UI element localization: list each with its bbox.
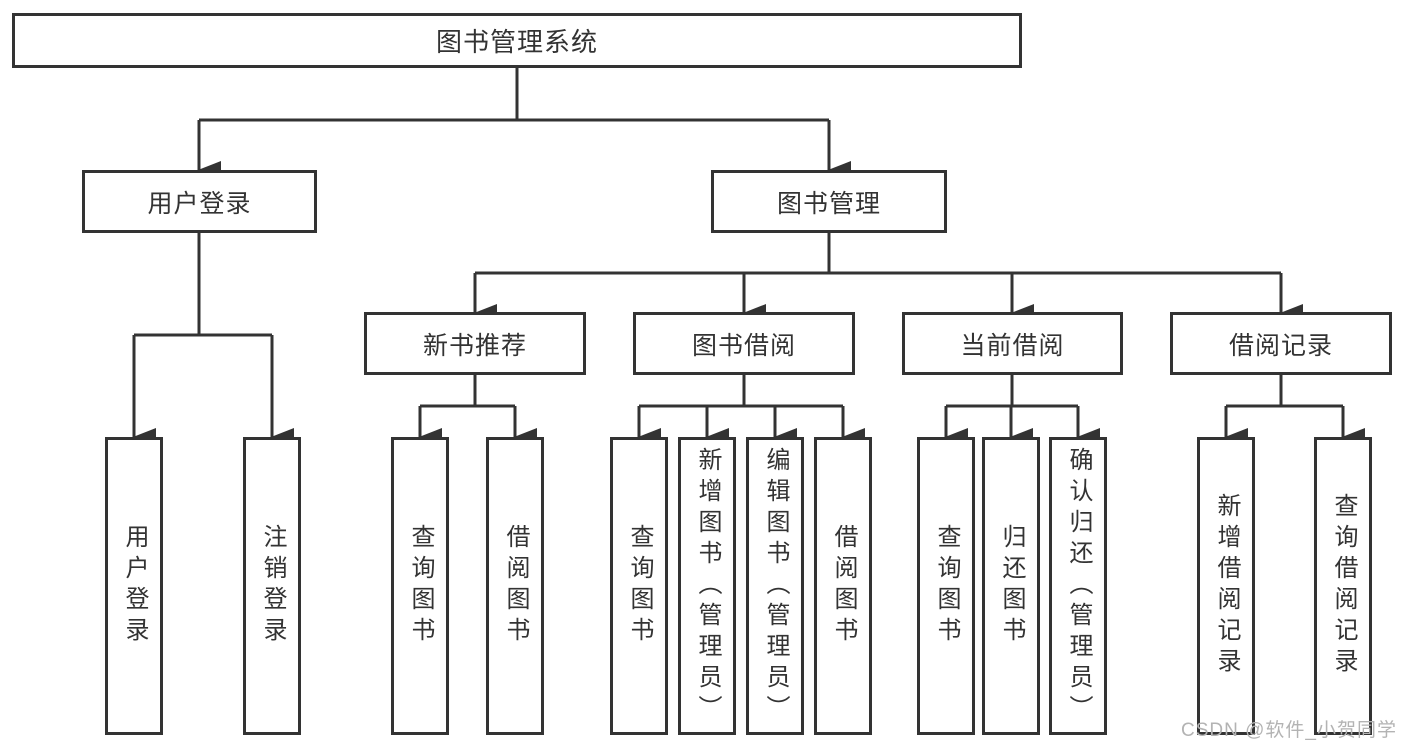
node-new-book-recommendation: 新书推荐 — [364, 312, 586, 375]
leaf-br-query-record-label: 查询借阅记录 — [1330, 493, 1357, 679]
leaf-user-login-label: 用户登录 — [121, 524, 148, 648]
leaf-cb-query-book-label: 查询图书 — [933, 524, 960, 648]
leaf-logout-label: 注销登录 — [259, 524, 286, 648]
node-book-management: 图书管理 — [711, 170, 947, 233]
node-user-login: 用户登录 — [82, 170, 317, 233]
leaf-cb-confirm-return-label: 确认归还（管理员） — [1065, 446, 1092, 726]
leaf-logout: 注销登录 — [243, 437, 301, 735]
leaf-bb-edit-book: 编辑图书（管理员） — [746, 437, 804, 735]
node-borrowing-record-label: 借阅记录 — [1228, 331, 1333, 360]
leaf-cb-return-book-label: 归还图书 — [998, 524, 1025, 648]
node-borrowing-record: 借阅记录 — [1170, 312, 1392, 375]
node-user-login-label: 用户登录 — [147, 189, 252, 218]
leaf-bb-borrow-book: 借阅图书 — [814, 437, 872, 735]
node-root: 图书管理系统 — [12, 13, 1022, 68]
leaf-bb-query-book-label: 查询图书 — [626, 524, 653, 648]
leaf-cb-confirm-return: 确认归还（管理员） — [1049, 437, 1107, 735]
leaf-bb-add-book: 新增图书（管理员） — [678, 437, 736, 735]
leaf-br-add-record: 新增借阅记录 — [1197, 437, 1255, 735]
node-book-management-label: 图书管理 — [776, 189, 881, 218]
leaf-nbr-borrow-book: 借阅图书 — [486, 437, 544, 735]
leaf-cb-query-book: 查询图书 — [917, 437, 975, 735]
leaf-user-login: 用户登录 — [105, 437, 163, 735]
node-root-label: 图书管理系统 — [435, 27, 598, 57]
leaf-bb-add-book-label: 新增图书（管理员） — [694, 446, 721, 726]
node-current-borrowing-label: 当前借阅 — [960, 331, 1065, 360]
leaf-br-query-record: 查询借阅记录 — [1314, 437, 1372, 735]
leaf-bb-edit-book-label: 编辑图书（管理员） — [762, 446, 789, 726]
csdn-watermark: CSDN @软件_小贺同学 — [1181, 720, 1397, 741]
leaf-nbr-borrow-book-label: 借阅图书 — [502, 524, 529, 648]
leaf-cb-return-book: 归还图书 — [982, 437, 1040, 735]
node-book-borrowing-label: 图书借阅 — [691, 331, 796, 360]
leaf-bb-borrow-book-label: 借阅图书 — [830, 524, 857, 648]
node-current-borrowing: 当前借阅 — [902, 312, 1123, 375]
leaf-bb-query-book: 查询图书 — [610, 437, 668, 735]
leaf-br-add-record-label: 新增借阅记录 — [1213, 493, 1240, 679]
node-book-borrowing: 图书借阅 — [633, 312, 855, 375]
leaf-nbr-query-book-label: 查询图书 — [407, 524, 434, 648]
node-new-book-recommendation-label: 新书推荐 — [422, 331, 527, 360]
leaf-nbr-query-book: 查询图书 — [391, 437, 449, 735]
